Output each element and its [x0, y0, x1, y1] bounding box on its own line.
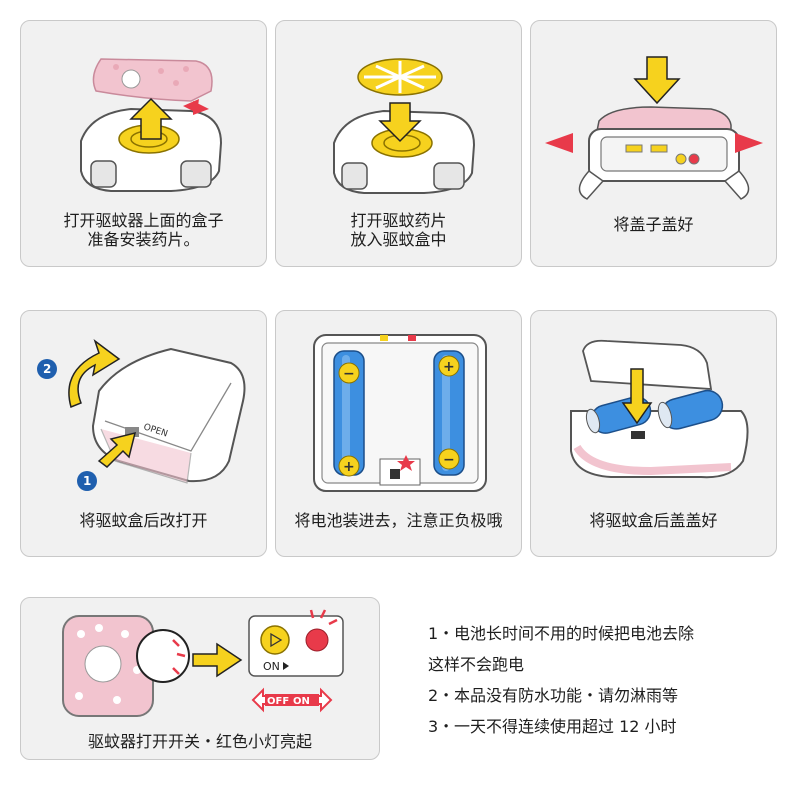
close-back-cover-illustration [570, 339, 749, 479]
note-item-2: 2・本品没有防水功能・请勿淋雨等 [428, 686, 679, 705]
power-switch-illustration: ON OFF ON [62, 609, 344, 717]
step-card-2: 打开驱蚊药片 放入驱蚊盒中 [275, 20, 522, 267]
step-caption-5: 将电池装进去，注意正负极哦 [294, 511, 503, 530]
star-marker-icon [397, 455, 415, 471]
svg-text:−: − [443, 452, 455, 468]
svg-text:+: + [443, 359, 455, 375]
note-item-1: 1・电池长时间不用的时候把电池去除 [428, 624, 695, 643]
usage-notes: 1・电池长时间不用的时候把电池去除 这样不会跑电 2・本品没有防水功能・请勿淋雨… [428, 618, 694, 742]
svg-text:+: + [343, 459, 355, 475]
close-lid-illustration [545, 56, 763, 200]
svg-text:1: 1 [83, 474, 91, 488]
step-caption-4: 将驱蚊盒后改打开 [79, 511, 208, 530]
open-back-cover-illustration: OPEN 2 1 [37, 338, 246, 491]
on-label: ON [263, 660, 280, 673]
step-caption-3: 将盖子盖好 [613, 215, 694, 234]
step-badge-1 [77, 471, 97, 491]
step-card-5: − + + − 将电池装进去，注意正负极哦 [275, 310, 522, 557]
svg-text:−: − [343, 366, 355, 382]
step-card-7: ON OFF ON 驱蚊器打开开关・红色小灯亮起 [20, 597, 380, 760]
open-top-lid-illustration [80, 58, 223, 192]
step-card-3: 将盖子盖好 [530, 20, 777, 267]
note-item-3: 3・一天不得连续使用超过 12 小时 [428, 717, 677, 736]
on-badge-label: ON [293, 696, 310, 707]
insert-tablet-illustration [333, 58, 476, 194]
step-caption-1: 打开驱蚊器上面的盒子 准备安装药片。 [63, 211, 224, 249]
off-label: OFF [267, 696, 289, 707]
step-card-1: 打开驱蚊器上面的盒子 准备安装药片。 [20, 20, 267, 267]
step-caption-6: 将驱蚊盒后盖盖好 [589, 511, 718, 530]
svg-text:2: 2 [43, 362, 51, 376]
step-caption-2: 打开驱蚊药片 放入驱蚊盒中 [350, 211, 447, 249]
step-card-6: 将驱蚊盒后盖盖好 [530, 310, 777, 557]
step-badge-2 [37, 359, 57, 379]
install-batteries-illustration: − + + − [313, 334, 487, 492]
note-item-1-continued: 这样不会跑电 [428, 655, 525, 674]
curved-arrow-icon [68, 338, 121, 409]
step-card-4: OPEN 2 1 将驱蚊盒后改打开 [20, 310, 267, 557]
step-caption-7: 驱蚊器打开开关・红色小灯亮起 [87, 732, 312, 751]
